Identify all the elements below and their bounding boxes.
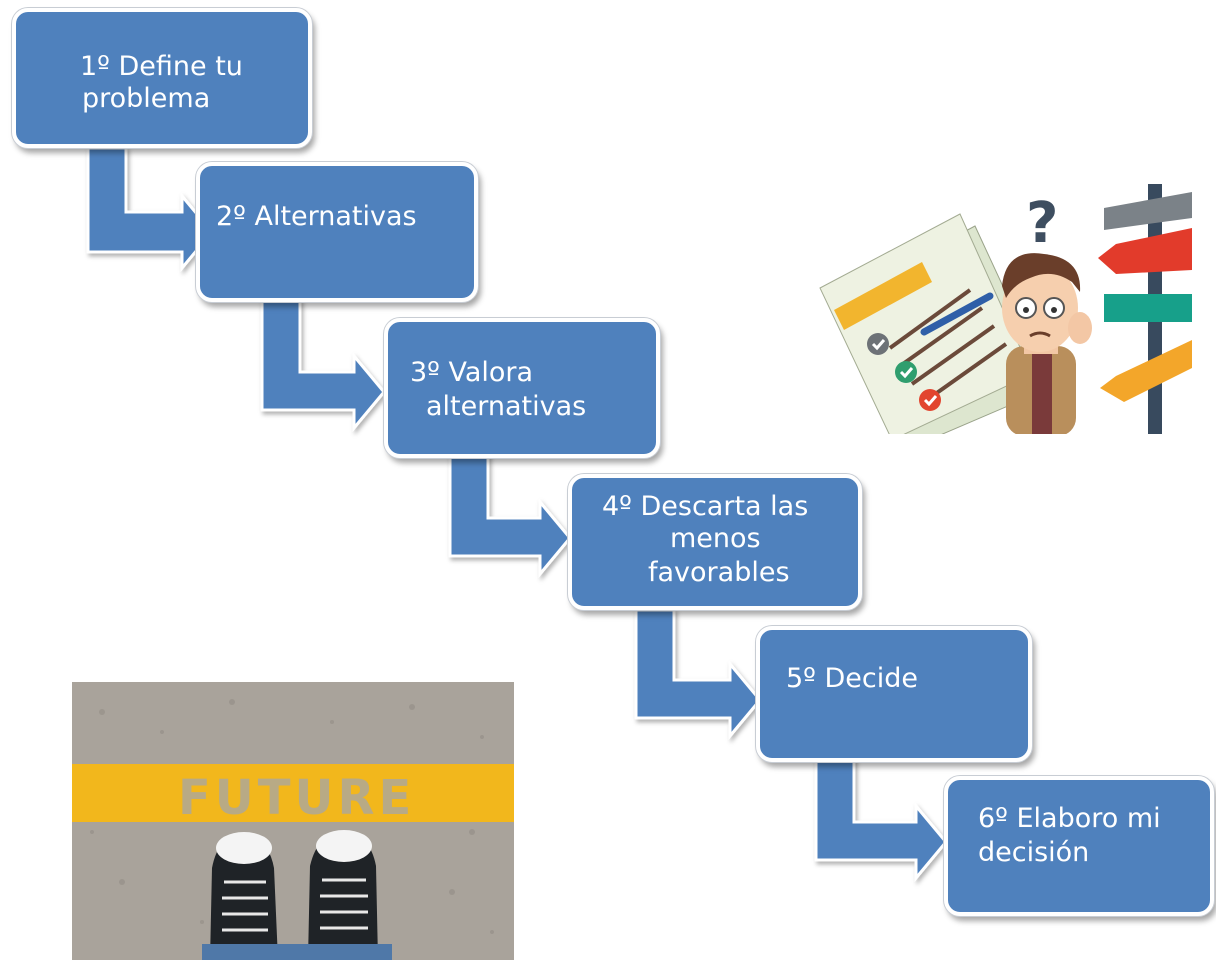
step-5-label-line1: 5º Decide — [786, 663, 918, 694]
step-4-label-line2: menos — [670, 523, 761, 554]
step-2-label-line1: 2º Alternativas — [216, 201, 417, 232]
step-1-label-line2: problema — [82, 83, 211, 114]
connector-arrow-1 — [86, 146, 214, 273]
step-3-label-line1: 3º Valora — [410, 357, 534, 388]
step-5-box: 5º Decide — [756, 626, 1032, 762]
step-1-box: 1º Define tu problema — [12, 8, 312, 148]
step-4-label-line3: favorables — [648, 557, 790, 588]
sneakers-on-future-line-photo: FUTURE — [72, 682, 514, 960]
connector-arrow-2 — [260, 298, 386, 433]
road-text: FUTURE — [178, 770, 415, 826]
step-1-label-line1: 1º Define tu — [80, 51, 243, 82]
step-4-label-line1: 4º Descarta las — [602, 491, 809, 522]
left-sneaker — [210, 832, 278, 960]
asphalt-texture — [90, 699, 494, 934]
jeans — [202, 944, 392, 960]
connector-arrow-5 — [814, 754, 948, 883]
confused-man — [1002, 253, 1092, 434]
question-mark: ? — [1026, 191, 1058, 256]
checklist-papers — [819, 213, 1051, 434]
confused-man-with-checklist-and-signpost-icon: ? — [819, 184, 1192, 434]
step-4-box: 4º Descarta las menos favorables — [568, 474, 862, 610]
right-sneaker — [308, 830, 378, 960]
connector-arrow-3 — [448, 450, 572, 579]
confused-man-illustration: ? — [800, 178, 1192, 434]
step-6-label-line1: 6º Elaboro mi — [978, 803, 1161, 834]
future-road-photo: FUTURE — [72, 682, 514, 960]
step-6-box: 6º Elaboro mi decisión — [944, 776, 1214, 916]
step-2-box: 2º Alternativas — [196, 162, 478, 302]
yellow-road-line — [72, 764, 514, 822]
signpost — [1098, 184, 1192, 434]
step-3-box: 3º Valora alternativas — [384, 318, 660, 458]
step-3-label-line2: alternativas — [426, 391, 587, 422]
connector-arrow-4 — [634, 608, 762, 741]
step-6-label-line2: decisión — [978, 837, 1090, 868]
